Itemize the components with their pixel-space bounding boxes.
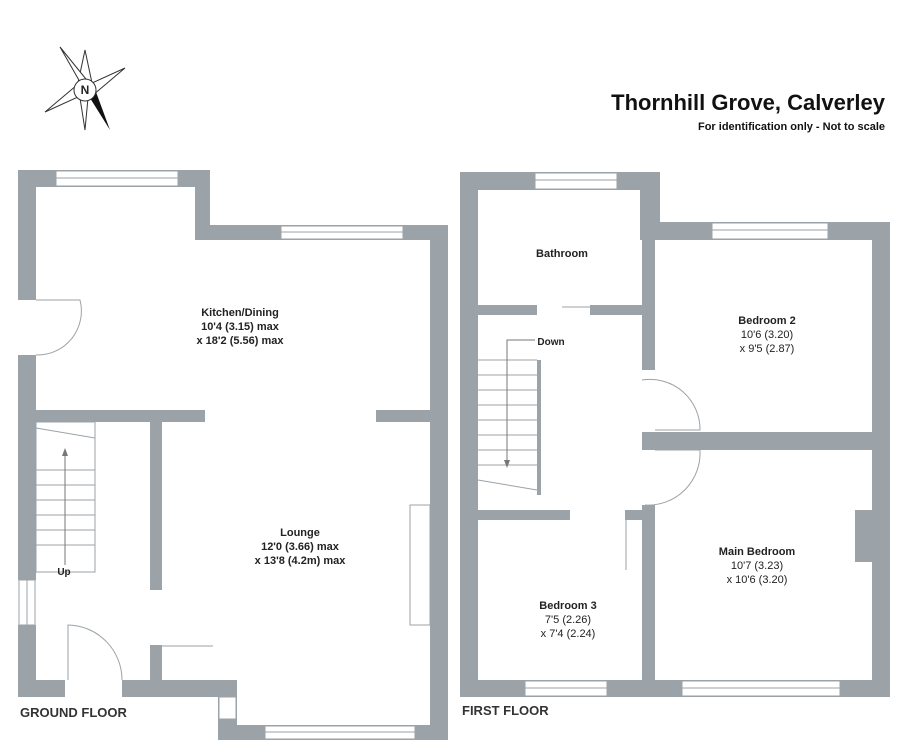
room-dim: x 10'6 (3.20) — [726, 574, 788, 586]
room-kitchen-dining: Kitchen/Dining 10'4 (3.15) max x 18'2 (5… — [196, 306, 283, 348]
compass-north-label: N — [80, 83, 90, 97]
first-floor-stairs — [477, 339, 538, 491]
room-dim: 7'5 (2.26) — [544, 614, 592, 626]
disclaimer: For identification only - Not to scale — [697, 121, 885, 133]
room-dim: 10'6 (3.20) — [740, 329, 794, 341]
room-name: Kitchen/Dining — [201, 307, 279, 319]
room-dim: x 9'5 (2.87) — [739, 343, 795, 355]
kitchen-door-swing — [35, 299, 82, 356]
front-door-swing — [67, 624, 123, 681]
room-dim: x 7'4 (2.24) — [540, 628, 596, 640]
bedroom2-door-swing — [641, 378, 701, 431]
room-dim: 10'4 (3.15) max — [201, 321, 279, 333]
room-bathroom: Bathroom — [536, 248, 588, 260]
first-floor-label: FIRST FLOOR — [462, 703, 549, 718]
ground-floor-label: GROUND FLOOR — [20, 705, 127, 720]
room-bedroom-2: Bedroom 2 10'6 (3.20) x 9'5 (2.87) — [738, 314, 795, 356]
room-bedroom-3: Bedroom 3 7'5 (2.26) x 7'4 (2.24) — [539, 599, 596, 641]
room-name: Bedroom 2 — [738, 315, 796, 327]
main-bedroom-door-swing — [644, 449, 701, 506]
first-floor-walls — [460, 172, 890, 697]
room-dim: 10'7 (3.23) — [730, 560, 784, 572]
stairs-up-label: Up — [57, 567, 71, 578]
page-title: Thornhill Grove, Calverley — [611, 90, 885, 115]
ground-floor-walls — [18, 170, 448, 740]
room-dim: x 18'2 (5.56) max — [196, 335, 284, 347]
room-name: Bedroom 3 — [539, 600, 597, 612]
room-lounge: Lounge 12'0 (3.66) max x 13'8 (4.2m) max — [255, 526, 346, 568]
ground-floor-stairs — [35, 421, 96, 573]
compass-icon — [44, 46, 126, 131]
room-main-bedroom: Main Bedroom 10'7 (3.23) x 10'6 (3.20) — [719, 545, 795, 587]
room-dim: x 13'8 (4.2m) max — [254, 555, 346, 567]
room-name: Main Bedroom — [718, 546, 796, 558]
room-dim: 12'0 (3.66) max — [261, 541, 339, 553]
stairs-down-label: Down — [537, 337, 565, 348]
room-name: Lounge — [280, 527, 320, 539]
